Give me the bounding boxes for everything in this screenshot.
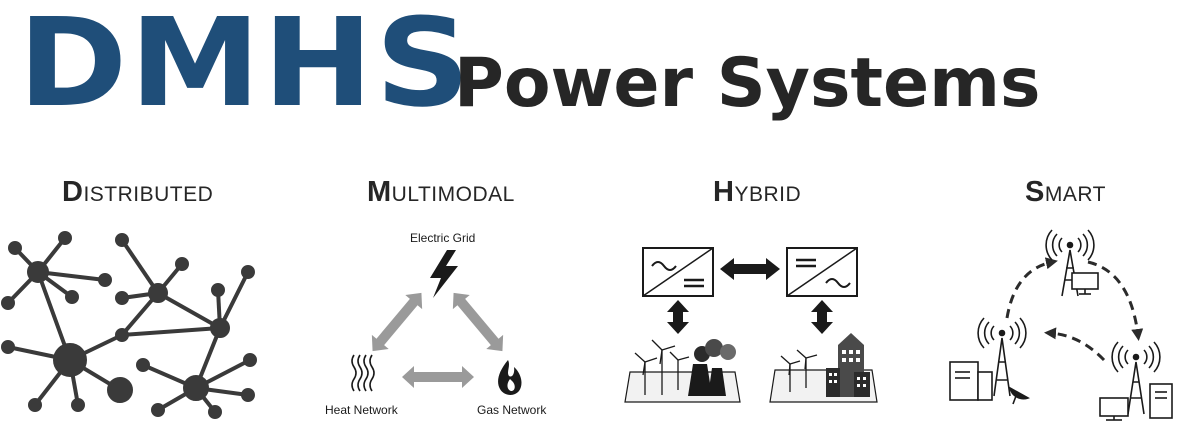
tower-icon <box>1099 341 1173 421</box>
ac-dc-converter-icon <box>642 247 714 297</box>
double-arrow-icon <box>371 292 423 352</box>
logo-acronym: DMHS <box>18 0 473 134</box>
title-rest: ULTIMODAL <box>391 183 515 206</box>
flame-icon <box>498 360 522 395</box>
electric-grid-label: Electric Grid <box>410 231 475 245</box>
dc-ac-converter-icon <box>786 247 858 297</box>
title-smart: SMART <box>1025 176 1106 209</box>
title-multimodal: MULTIMODAL <box>367 176 515 209</box>
title-hybrid: HYBRID <box>713 176 801 209</box>
heat-network-label: Heat Network <box>325 403 399 417</box>
title-initial: S <box>1025 176 1045 208</box>
heat-icon <box>351 354 375 392</box>
title-rest: MART <box>1044 183 1106 206</box>
double-arrow-icon <box>452 292 504 352</box>
title-rest: ISTRIBUTED <box>83 183 214 206</box>
title-initial: D <box>62 176 84 208</box>
gas-network-label: Gas Network <box>477 403 547 417</box>
title-initial: H <box>713 176 735 208</box>
double-arrow-icon <box>811 300 833 334</box>
consumption-site-icon <box>769 333 878 403</box>
network-graph-icon <box>1 231 257 419</box>
energy-triangle-icon: Electric Grid Heat Network Gas Network <box>325 231 547 417</box>
generation-site-icon <box>624 339 741 403</box>
tower-icon <box>949 317 1030 405</box>
converters-icon <box>624 247 878 403</box>
title-distributed: DISTRIBUTED <box>62 176 213 209</box>
title-initial: M <box>367 176 392 208</box>
tower-icon <box>1045 229 1099 297</box>
double-arrow-icon <box>720 258 780 280</box>
title-rest: YBRID <box>734 183 802 206</box>
lightning-icon <box>430 250 458 298</box>
satellite-dish-icon <box>1008 386 1030 400</box>
communication-towers-icon <box>949 229 1173 421</box>
double-arrow-icon <box>402 366 474 388</box>
double-arrow-icon <box>667 300 689 334</box>
logo-subtitle: Power Systems <box>454 44 1041 123</box>
